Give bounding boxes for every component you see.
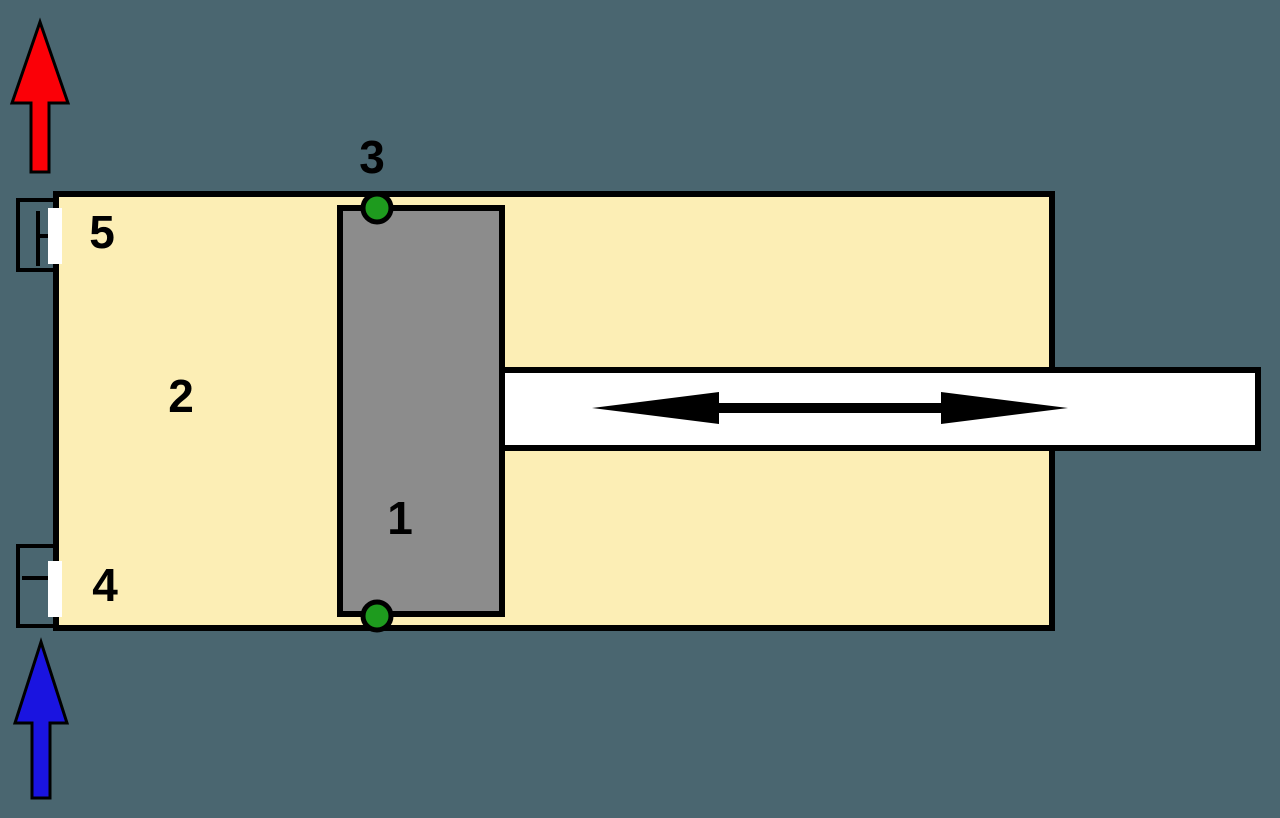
- callout-label-1: 1: [387, 492, 413, 544]
- lower-seal-dot: [360, 599, 394, 633]
- callout-label-2: 2: [168, 370, 194, 422]
- piston: [337, 205, 505, 617]
- callout-label-4: 4: [92, 559, 118, 611]
- lower-port-opening: [48, 561, 62, 617]
- upper-seal-dot: [360, 191, 394, 225]
- blue-flow-arrow: [12, 637, 70, 800]
- callout-label-3: 3: [359, 131, 385, 183]
- upper-port-opening: [48, 208, 62, 264]
- callout-label-5: 5: [89, 206, 115, 258]
- red-flow-arrow: [9, 17, 71, 174]
- stroke-direction-arrow: [592, 392, 1068, 424]
